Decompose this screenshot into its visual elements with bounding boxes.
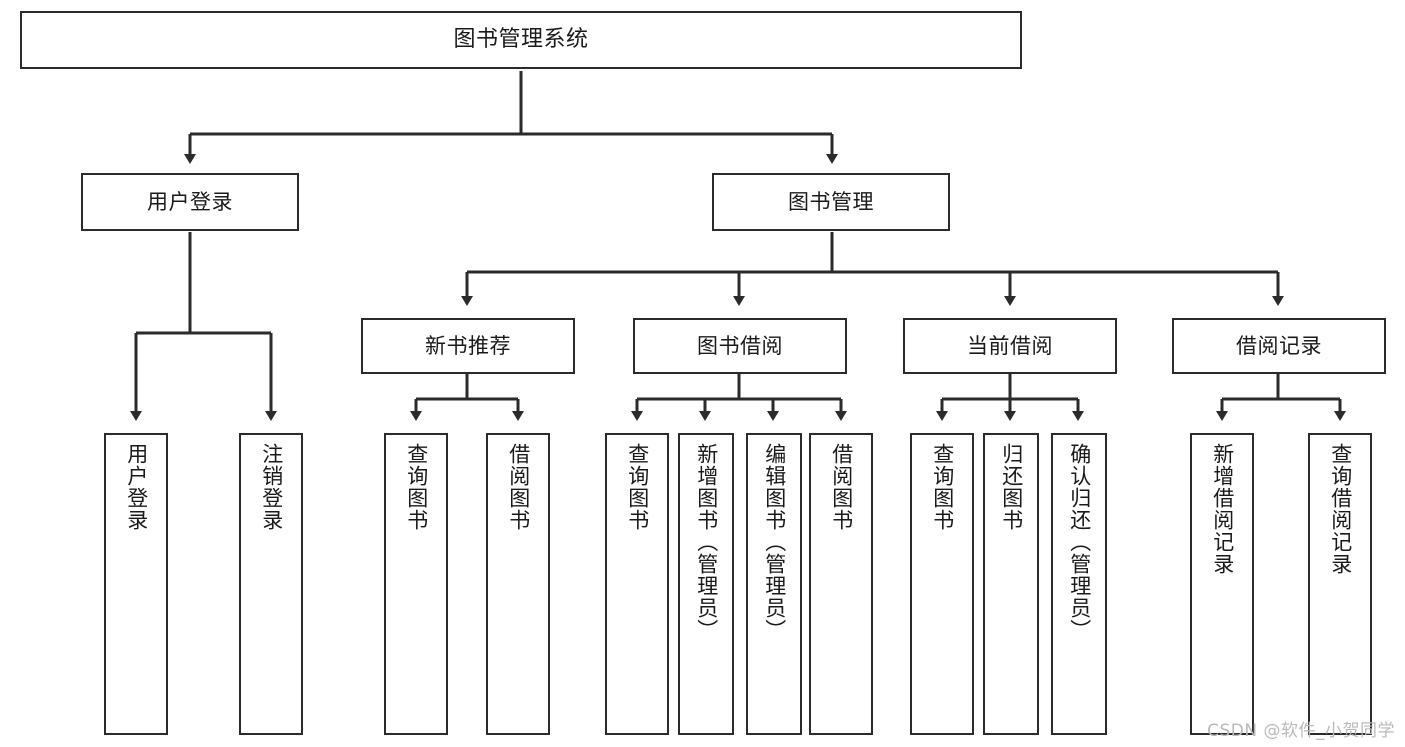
leaf-record-query-record[interactable]: 查询借阅记录	[1308, 433, 1372, 735]
leaf-current-query-book[interactable]: 查询图书	[910, 433, 974, 735]
node-label: 图书管理系统	[453, 27, 589, 53]
node-label: 确认归还（管理员）	[1067, 443, 1092, 641]
node-book-management[interactable]: 图书管理	[712, 173, 950, 231]
csdn-watermark: CSDN @软件_小贺同学	[1207, 721, 1395, 741]
node-label: 用户登录	[124, 443, 149, 531]
node-label: 当前借阅	[967, 333, 1053, 358]
leaf-new-book-query[interactable]: 查询图书	[384, 433, 448, 735]
node-root-system[interactable]: 图书管理系统	[20, 11, 1022, 69]
leaf-borrow-edit-book-admin[interactable]: 编辑图书（管理员）	[746, 433, 802, 735]
node-new-book-recommend[interactable]: 新书推荐	[361, 318, 575, 374]
node-label: 借阅图书	[829, 443, 854, 531]
node-label: 新书推荐	[425, 333, 511, 358]
leaf-borrow-query-book[interactable]: 查询图书	[605, 433, 669, 735]
leaf-current-confirm-return-admin[interactable]: 确认归还（管理员）	[1051, 433, 1107, 735]
node-current-borrow[interactable]: 当前借阅	[903, 318, 1117, 374]
leaf-current-return-book[interactable]: 归还图书	[983, 433, 1039, 735]
node-label: 查询借阅记录	[1328, 443, 1353, 575]
node-label: 用户登录	[147, 189, 233, 214]
leaf-user-login-logout[interactable]: 注销登录	[239, 433, 303, 735]
node-label: 查询图书	[625, 443, 650, 531]
node-label: 新增借阅记录	[1210, 443, 1235, 575]
node-label: 图书借阅	[697, 333, 783, 358]
node-label: 编辑图书（管理员）	[762, 443, 787, 641]
node-label: 查询图书	[404, 443, 429, 531]
leaf-borrow-borrow-book[interactable]: 借阅图书	[809, 433, 873, 735]
node-label: 查询图书	[930, 443, 955, 531]
leaf-borrow-add-book-admin[interactable]: 新增图书（管理员）	[678, 433, 734, 735]
node-label: 注销登录	[259, 443, 284, 531]
node-label: 新增图书（管理员）	[694, 443, 719, 641]
node-label: 归还图书	[999, 443, 1024, 531]
node-borrow-record[interactable]: 借阅记录	[1172, 318, 1386, 374]
leaf-user-login-login[interactable]: 用户登录	[104, 433, 168, 735]
node-label: 借阅记录	[1236, 333, 1322, 358]
node-user-login[interactable]: 用户登录	[81, 173, 299, 231]
node-book-borrow[interactable]: 图书借阅	[633, 318, 847, 374]
leaf-new-book-borrow[interactable]: 借阅图书	[486, 433, 550, 735]
node-label: 借阅图书	[506, 443, 531, 531]
leaf-record-add-record[interactable]: 新增借阅记录	[1190, 433, 1254, 735]
node-label: 图书管理	[788, 189, 874, 214]
